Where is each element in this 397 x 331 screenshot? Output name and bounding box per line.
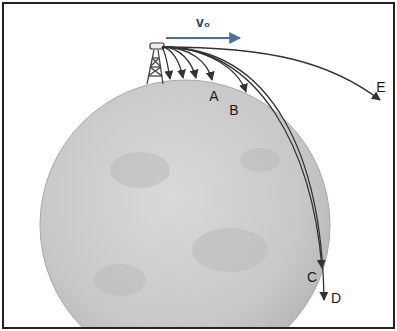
trajectory-label: D bbox=[331, 291, 341, 305]
velocity-label: v₀ bbox=[196, 15, 210, 29]
earth-texture bbox=[94, 148, 280, 296]
trajectories bbox=[162, 47, 380, 300]
trajectory-label: C bbox=[307, 270, 317, 284]
velocity-arrow bbox=[166, 37, 240, 39]
tower bbox=[147, 50, 163, 84]
earth bbox=[40, 80, 330, 327]
trajectory-label: A bbox=[209, 89, 218, 103]
trajectory-label: B bbox=[229, 103, 238, 117]
trajectory-label: E bbox=[376, 80, 385, 94]
